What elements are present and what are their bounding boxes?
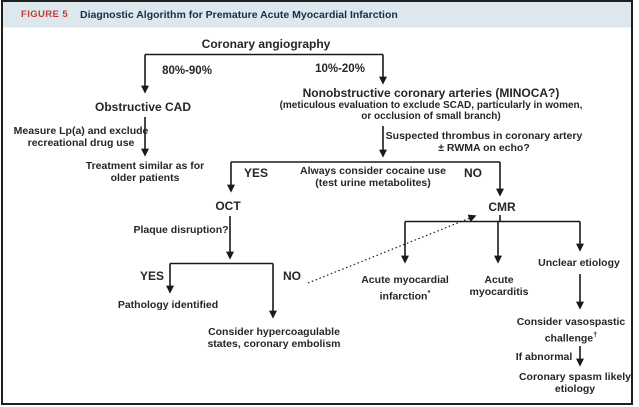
node-unclear-etiology-label: Unclear etiology [538, 257, 620, 269]
note-plaque-disruption: Plaque disruption? [133, 224, 229, 237]
branch-label-yes-plaque-text: YES [139, 269, 165, 283]
node-coronary-spasm-line2: etiology [554, 382, 596, 395]
note-cocaine-use-line1: Always consider cocaine use [300, 165, 446, 177]
branch-label-no-cocaine: NO [464, 166, 482, 180]
note-measure-lpa: Measure Lp(a) and exclude recreational d… [13, 125, 149, 149]
node-oct-label: OCT [215, 199, 241, 213]
node-treatment-similar: Treatment similar as for older patients [85, 160, 205, 184]
node-vasospastic-challenge-line2: challenge† [517, 329, 626, 345]
node-cmr-label: CMR [488, 200, 516, 214]
node-acute-mi-line2-text: infarction [379, 290, 428, 302]
branch-label-80-90: 80%-90% [162, 65, 212, 78]
node-vasospastic-challenge: Consider vasospastic challenge† [516, 316, 626, 345]
node-nonobstructive-sub2: or occlusion of small branch) [361, 111, 501, 122]
node-nonobstructive: Nonobstructive coronary arteries (MINOCA… [279, 86, 583, 123]
node-acute-mi-footnote-marker: * [427, 287, 431, 297]
note-plaque-disruption-text: Plaque disruption? [133, 224, 229, 236]
branch-label-if-abnormal-text: If abnormal [515, 351, 573, 363]
node-coronary-spasm: Coronary spasm likely etiology [518, 371, 632, 395]
figure-title: Diagnostic Algorithm for Premature Acute… [80, 8, 398, 21]
node-cmr: CMR [488, 201, 515, 214]
branch-label-10-20-text: 10%-20% [315, 63, 365, 75]
node-nonobstructive-title: Nonobstructive coronary arteries (MINOCA… [302, 86, 560, 100]
node-acute-myocarditis-line2: myocarditis [469, 285, 529, 298]
note-measure-lpa-line2: recreational drug use [27, 136, 135, 149]
branch-label-10-20: 10%-20% [315, 63, 365, 76]
node-vasospastic-challenge-line1: Consider vasospastic [516, 316, 626, 328]
node-coronary-angiography: Coronary angiography [202, 38, 331, 51]
branch-label-no-cocaine-text: NO [464, 166, 482, 180]
node-acute-myocarditis: Acute myocarditis [469, 274, 529, 298]
connector-no-to-cmr-dotted [307, 214, 477, 284]
branch-label-yes-cocaine: YES [243, 166, 269, 180]
node-vasospastic-challenge-line2-text: challenge [544, 332, 594, 344]
branch-label-no-plaque: NO [283, 269, 301, 283]
node-obstructive-cad-label: Obstructive CAD [94, 100, 192, 114]
node-hypercoagulable-line2: states, coronary embolism [207, 337, 341, 350]
node-treatment-similar-line2: older patients [110, 171, 180, 184]
figure-header: FIGURE 5 Diagnostic Algorithm for Premat… [3, 2, 631, 28]
node-obstructive-cad: Obstructive CAD [95, 101, 191, 114]
node-pathology-identified: Pathology identified [117, 299, 219, 312]
figure-label: FIGURE 5 [21, 9, 69, 20]
note-cocaine-use: Always consider cocaine use (test urine … [300, 165, 446, 189]
node-treatment-similar-line1: Treatment similar as for [85, 160, 205, 172]
node-acute-mi-line1: Acute myocardial [361, 274, 449, 286]
note-suspected-thrombus: Suspected thrombus in coronary artery ± … [385, 130, 583, 154]
note-suspected-thrombus-line2: ± RWMA on echo? [438, 141, 530, 154]
branch-label-yes-cocaine-text: YES [243, 166, 269, 180]
node-pathology-identified-label: Pathology identified [117, 299, 219, 311]
note-cocaine-use-line2: (test urine metabolites) [315, 176, 431, 189]
node-unclear-etiology: Unclear etiology [538, 257, 620, 270]
flowchart: Coronary angiography 80%-90% 10%-20% Obs… [3, 2, 631, 403]
branch-label-80-90-text: 80%-90% [162, 65, 212, 77]
node-acute-mi: Acute myocardial infarction* [361, 274, 449, 303]
node-acute-mi-line2: infarction* [361, 287, 449, 303]
node-vasospastic-footnote-marker: † [593, 329, 598, 339]
node-acute-myocarditis-line1: Acute [484, 274, 514, 286]
branch-label-no-plaque-text: NO [283, 269, 301, 283]
note-measure-lpa-line1: Measure Lp(a) and exclude [13, 125, 149, 137]
node-nonobstructive-sub1: (meticulous evaluation to exclude SCAD, … [279, 100, 583, 111]
node-oct: OCT [215, 200, 240, 213]
node-hypercoagulable: Consider hypercoagulable states, coronar… [207, 326, 341, 350]
node-coronary-angiography-label: Coronary angiography [201, 37, 331, 51]
note-suspected-thrombus-line1: Suspected thrombus in coronary artery [385, 130, 583, 142]
node-hypercoagulable-line1: Consider hypercoagulable [208, 326, 340, 338]
branch-label-yes-plaque: YES [139, 269, 165, 283]
branch-label-if-abnormal: If abnormal [515, 351, 573, 364]
node-coronary-spasm-line1: Coronary spasm likely [518, 371, 632, 383]
